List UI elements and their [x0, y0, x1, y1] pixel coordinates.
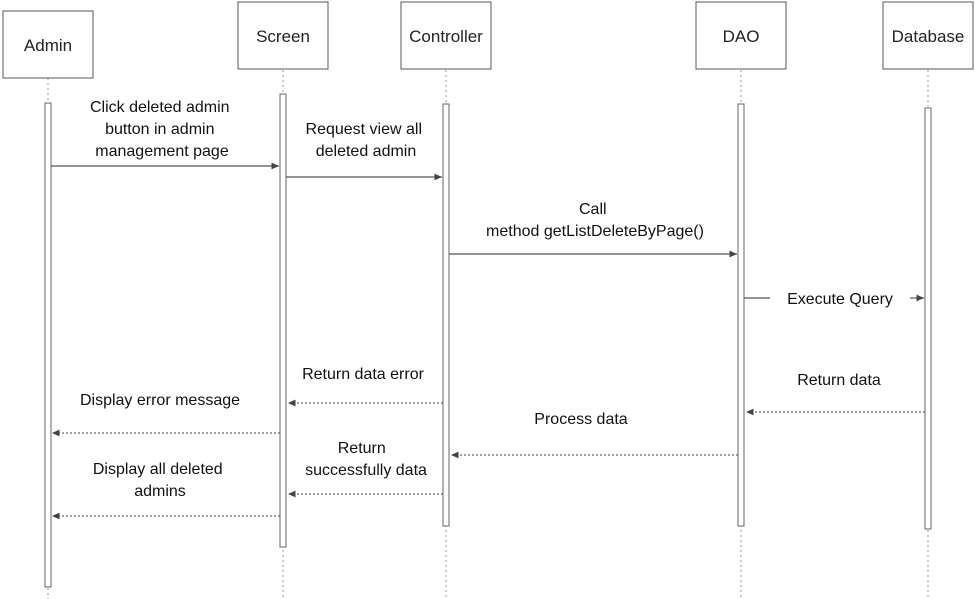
message-request-view-deleted: Request view all deleted admin [286, 121, 442, 181]
message-label: management page [95, 143, 229, 160]
svg-text:Display all deleted admi: Display all deleted admins [93, 461, 227, 500]
message-click-deleted-admin: Click deleted admin button in admin mana… [51, 99, 279, 170]
message-return-data-error: Return data error [288, 366, 443, 407]
svg-text:Return successfully data: Return successfully data [305, 440, 427, 479]
participant-screen: Screen [237, 1, 329, 70]
message-process-data: Process data [451, 411, 738, 459]
participant-dao-label: DAO [723, 27, 760, 46]
participant-database-label: Database [892, 27, 965, 46]
activation-controller [442, 103, 450, 527]
message-call-method: Call method getListDeleteByPage() [449, 201, 737, 258]
activation-admin [44, 102, 52, 588]
participant-dao: DAO [695, 1, 787, 70]
message-return-success: Return successfully data [288, 440, 443, 498]
message-label: method getListDeleteByPage() [486, 223, 704, 240]
message-label: Display all deleted [93, 461, 223, 478]
message-label: Return data [797, 372, 881, 389]
activation-database [924, 107, 932, 530]
message-return-data: Return data [746, 372, 925, 416]
svg-text:Click deleted admin butt: Click deleted admin button in admin mana… [90, 99, 234, 160]
message-label: Display error message [80, 392, 240, 409]
participant-admin: Admin [2, 10, 94, 79]
message-label: Return [338, 440, 386, 457]
message-label: Return data error [302, 366, 425, 383]
message-label: button in admin [105, 121, 214, 138]
activation-screen [279, 93, 287, 548]
message-label: Execute Query [787, 291, 893, 308]
participant-controller: Controller [400, 1, 492, 70]
message-display-error: Display error message [52, 392, 280, 437]
message-label: Process data [534, 411, 627, 428]
message-label: Request view all [306, 121, 423, 138]
activation-dao [737, 103, 745, 527]
message-label: Call [579, 201, 607, 218]
message-display-all-deleted: Display all deleted admins [52, 461, 280, 520]
participant-controller-label: Controller [409, 27, 483, 46]
participant-database: Database [882, 1, 974, 70]
message-label: successfully data [305, 462, 427, 479]
participant-screen-label: Screen [256, 27, 310, 46]
message-label: Click deleted admin [90, 99, 230, 116]
svg-text:Call method getListDelet: Call method getListDeleteByPage() [486, 201, 704, 240]
participant-admin-label: Admin [24, 36, 72, 55]
message-execute-query: Execute Query [744, 291, 924, 308]
svg-text:Request view all deleted: Request view all deleted admin [306, 121, 427, 160]
message-label: deleted admin [316, 143, 417, 160]
message-label: admins [134, 483, 186, 500]
